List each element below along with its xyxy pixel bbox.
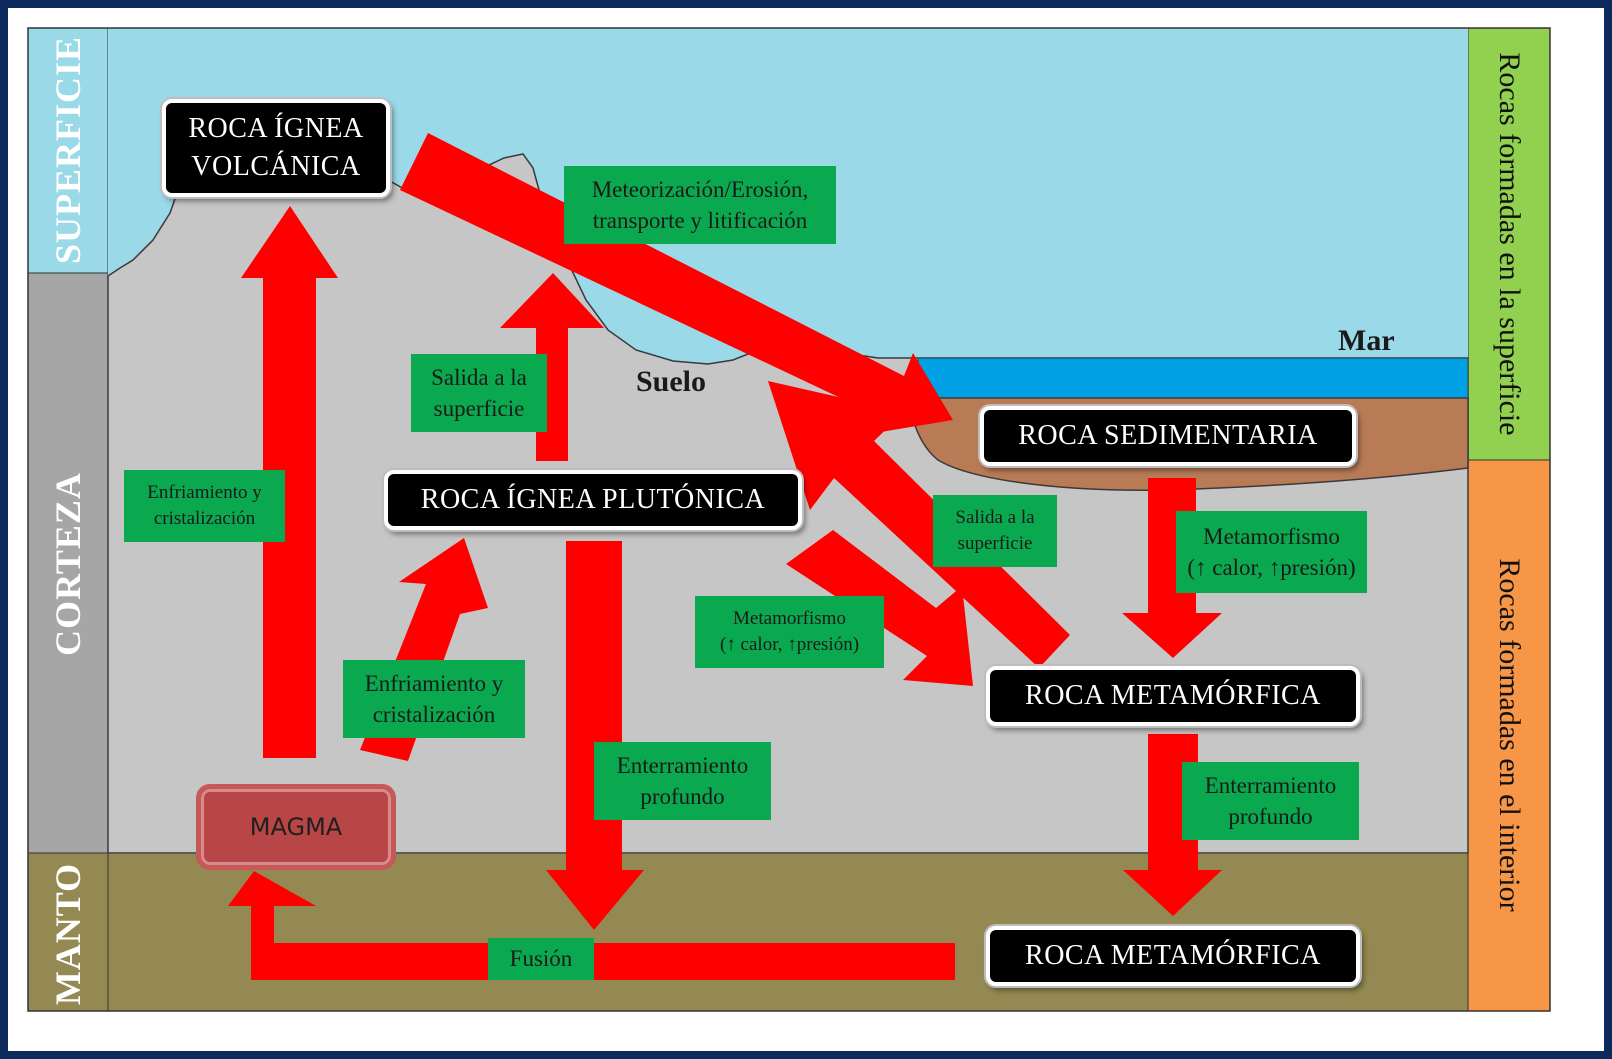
arrow-plutonica-to-surface (500, 273, 604, 461)
sea (917, 357, 1469, 399)
process-metamorfismo-1-line-1: Metamorfismo (733, 608, 846, 630)
label-suelo: Suelo (636, 365, 707, 398)
process-salida-superficie-1: Salida a la superficie (411, 354, 547, 432)
arrow-metamorfica-to-magma (228, 871, 955, 980)
process-enfriamiento-1: Enfriamiento y cristalización (124, 470, 285, 542)
layer-label-manto: MANTO (48, 862, 88, 1006)
arrow-magma-to-volcanica (241, 206, 338, 758)
process-fusion-label: Fusión (509, 946, 573, 972)
process-metamorfismo-2: Metamorfismo (↑ calor, ↑presión) (1176, 511, 1367, 593)
arrow-sedimentaria-to-metamorfica (1122, 478, 1222, 658)
rock-ignea-volcanica-line-2: VOLCÁNICA (191, 151, 361, 182)
process-enterramiento-1-line-1: Enterramiento (616, 752, 749, 778)
process-enfriamiento-1-line-2: cristalización (153, 508, 256, 529)
arrow-metamorfica-to-surface (768, 381, 1070, 668)
interior-rocks-band (1467, 459, 1551, 1012)
rock-metamorfica-deep-label: ROCA METAMÓRFICA (1025, 940, 1321, 971)
process-meteorizacion-line-1: Meteorización/Erosión, (591, 176, 809, 202)
rock-metamorfica-deep: ROCA METAMÓRFICA (986, 926, 1360, 986)
layer-label-corteza: CORTEZA (48, 472, 88, 656)
process-fusion: Fusión (488, 938, 594, 980)
process-enfriamiento-1-line-1: Enfriamiento y (147, 482, 262, 504)
rock-cycle-diagram: SUPERFICIE CORTEZA MANTO Rocas formadas … (8, 8, 1604, 1051)
process-enterramiento-2-line-2: profundo (1228, 804, 1313, 829)
rock-ignea-volcanica-line-1: ROCA ÍGNEA (188, 113, 364, 144)
process-salida-superficie-2: Salida a la superficie (933, 495, 1057, 567)
rock-ignea-plutonica: ROCA ÍGNEA PLUTÓNICA (384, 470, 802, 530)
layer-manto-band (27, 852, 109, 1012)
process-enterramiento-1: Enterramiento profundo (594, 742, 771, 820)
arrow-volcanica-to-sedimentaria (400, 133, 953, 436)
process-arrows (228, 133, 1222, 980)
process-metamorfismo-1: Metamorfismo (↑ calor, ↑presión) (695, 596, 884, 668)
label-mar: Mar (1338, 324, 1395, 357)
arrow-plutonica-to-magma (546, 541, 644, 930)
process-salida-2-line-1: Salida a la (955, 507, 1035, 529)
side-label-superficie: Rocas formadas en la superficie (1493, 52, 1526, 436)
process-enfriamiento-2-line-1: Enfriamiento y (364, 670, 504, 696)
rock-sedimentaria-label: ROCA SEDIMENTARIA (1018, 420, 1318, 451)
process-enfriamiento-2-line-2: cristalización (372, 702, 496, 727)
process-enterramiento-2-line-1: Enterramiento (1204, 772, 1337, 798)
process-metamorfismo-1-line-2: (↑ calor, ↑presión) (719, 634, 860, 655)
process-salida-1-line-1: Salida a la (431, 364, 527, 390)
main-border (27, 27, 1551, 1012)
process-meteorizacion-line-2: transporte y litificación (592, 208, 808, 233)
process-metamorfismo-2-line-2: (↑ calor, ↑presión) (1187, 555, 1356, 580)
process-salida-2-line-2: superficie (957, 533, 1033, 554)
rock-ignea-volcanica: ROCA ÍGNEA VOLCÁNICA (162, 99, 390, 197)
process-enterramiento-2: Enterramiento profundo (1182, 762, 1359, 840)
magma-label: MAGMA (249, 813, 343, 841)
rock-sedimentaria: ROCA SEDIMENTARIA (980, 406, 1356, 466)
layer-superficie-band (27, 27, 109, 274)
layer-corteza-band (27, 272, 109, 854)
magma-box: MAGMA (196, 784, 396, 870)
process-enterramiento-1-line-2: profundo (640, 784, 725, 809)
rock-metamorfica: ROCA METAMÓRFICA (986, 666, 1360, 726)
process-meteorizacion: Meteorización/Erosión, transporte y liti… (564, 166, 836, 244)
layer-label-superficie: SUPERFICIE (48, 35, 88, 265)
surface-rocks-band (1467, 27, 1551, 461)
side-label-interior: Rocas formadas en el interior (1493, 558, 1526, 912)
process-enfriamiento-2: Enfriamiento y cristalización (343, 660, 525, 738)
process-salida-1-line-2: superficie (433, 396, 525, 421)
rock-ignea-plutonica-label: ROCA ÍGNEA PLUTÓNICA (420, 484, 766, 515)
process-metamorfismo-2-line-1: Metamorfismo (1203, 523, 1340, 549)
rock-metamorfica-label: ROCA METAMÓRFICA (1025, 680, 1321, 711)
